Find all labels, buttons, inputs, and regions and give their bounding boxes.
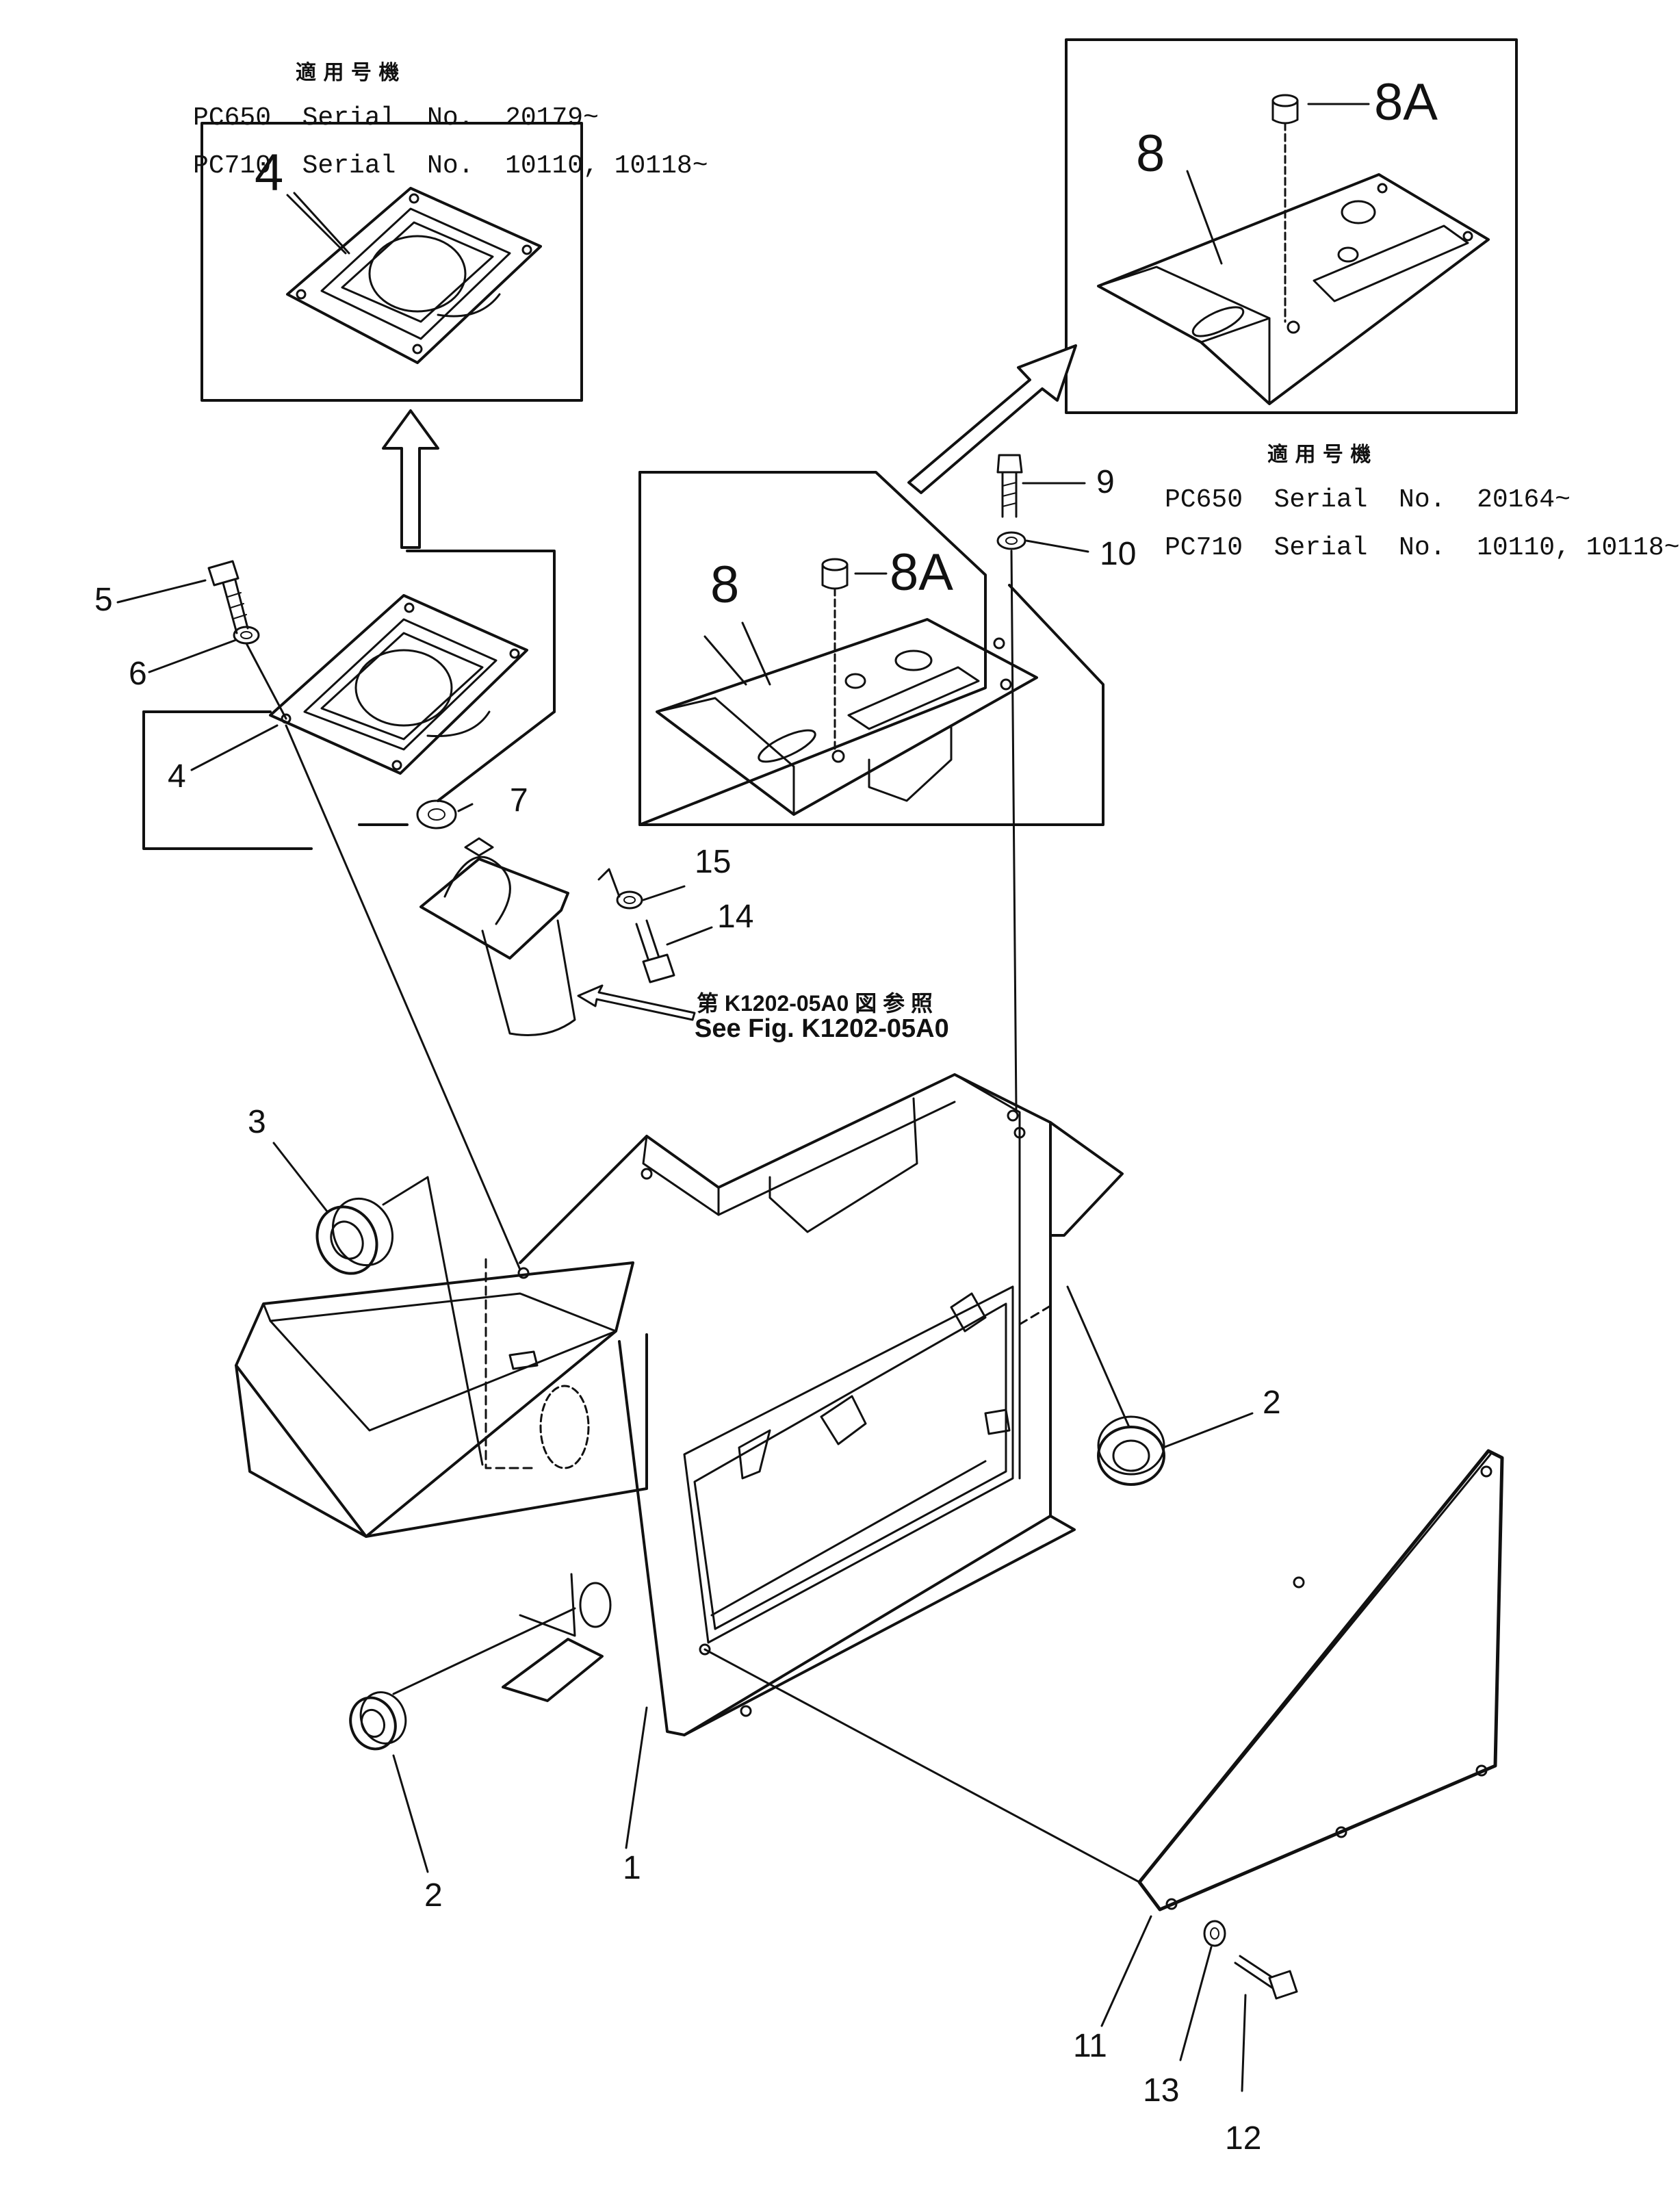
inset-box-right <box>1065 38 1518 414</box>
callout-14: 14 <box>717 899 753 935</box>
callout-8: 8 <box>710 556 739 614</box>
callout-4: 4 <box>168 758 186 795</box>
applicability-line-pc650-right: PC650 Serial No. 20164~ <box>1165 485 1571 515</box>
cover-plate-part-11 <box>1137 1449 1504 1912</box>
washer-part-13 <box>1203 1920 1226 1947</box>
callout-4-inset: 4 <box>255 144 283 202</box>
washer-part-10 <box>996 531 1026 550</box>
console-frame <box>235 1073 1124 1736</box>
grommet-part-2-right <box>1097 1415 1165 1486</box>
callout-1: 1 <box>623 1850 641 1886</box>
callout-7: 7 <box>510 782 528 819</box>
assembly-lines <box>245 550 1141 1883</box>
arrow-to-right-inset <box>907 344 1077 494</box>
callout-2-left: 2 <box>424 1877 443 1914</box>
applicability-heading-right: 適 用 号 機 <box>1267 443 1371 467</box>
callout-3: 3 <box>248 1104 266 1140</box>
callout-8-inset: 8 <box>1136 125 1165 183</box>
callout-10: 10 <box>1100 536 1136 572</box>
arrow-to-left-inset <box>382 409 439 549</box>
figure-reference-en: See Fig. K1202-05A0 <box>695 1014 949 1043</box>
callout-15: 15 <box>695 844 731 880</box>
callout-9: 9 <box>1096 464 1115 500</box>
callout-5: 5 <box>94 582 113 618</box>
inset-box-middle <box>638 471 1104 826</box>
applicability-heading-left: 適 用 号 機 <box>296 61 400 85</box>
callout-2-right: 2 <box>1263 1385 1281 1421</box>
figure-reference-jp: 第 K1202-05A0 図 参 照 <box>697 991 933 1016</box>
grommet-part-2-left <box>349 1691 407 1751</box>
inset-box-left <box>201 122 583 402</box>
callout-6: 6 <box>129 656 147 692</box>
applicability-note-left: 適 用 号 機 PC650 Serial No. 20179~ PC710 Se… <box>193 41 708 190</box>
callout-13: 13 <box>1143 2072 1179 2109</box>
exploded-group-left <box>142 550 696 1036</box>
bolt-part-9 <box>996 454 1023 518</box>
callout-12: 12 <box>1225 2120 1261 2157</box>
applicability-line-pc710-right: PC710 Serial No. 10110, 10118~ <box>1165 533 1680 563</box>
grommet-part-3 <box>315 1197 394 1275</box>
callout-11: 11 <box>1073 2028 1107 2064</box>
applicability-line-pc650-left: PC650 Serial No. 20179~ <box>193 103 599 133</box>
callout-8A: 8A <box>890 543 953 602</box>
leader-lines <box>116 192 1254 2092</box>
applicability-note-right: 適 用 号 機 PC650 Serial No. 20164~ PC710 Se… <box>1165 423 1680 572</box>
bolt-part-12 <box>1234 1955 1298 2000</box>
applicability-line-pc710-left: PC710 Serial No. 10110, 10118~ <box>193 151 708 181</box>
callout-8A-inset: 8A <box>1374 73 1438 131</box>
